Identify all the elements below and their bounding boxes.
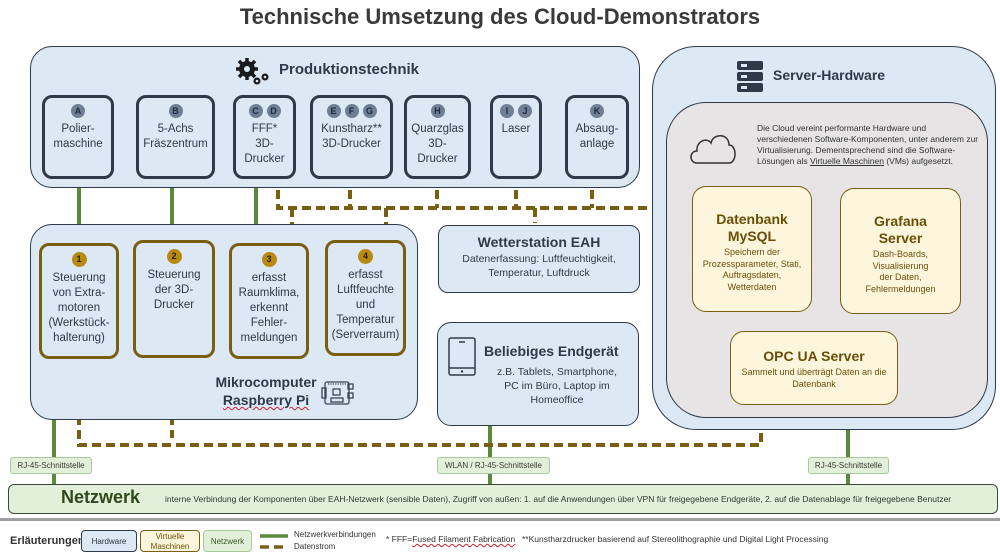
raspberry-unit-label: Steuerung der 3D- Drucker xyxy=(147,269,201,311)
raspberry-pi-heading: Mikrocomputer Raspberry Pi xyxy=(191,373,341,409)
raspberry-unit-label: Steuerung von Extra- motoren (Werkstück-… xyxy=(48,272,110,344)
machine-box: H Quarzglas 3D- Drucker xyxy=(404,95,471,179)
legend-virtual-machines: Virtuelle Maschinen xyxy=(140,530,200,552)
raspberry-unit-label: erfasst Raumklima, erkennt Fehler- meldu… xyxy=(238,272,300,344)
machine-badge: A xyxy=(71,104,85,118)
opc-desc: Sammelt und überträgt Daten an die Daten… xyxy=(741,367,887,389)
vm-datenbank-mysql: Datenbank MySQL Speichern der Prozesspar… xyxy=(692,186,812,312)
machine-box: K Absaug- anlage xyxy=(565,95,629,179)
vm-opc-ua-server: OPC UA Server Sammelt und überträgt Date… xyxy=(730,331,898,405)
machine-label: Quarzglas 3D- Drucker xyxy=(411,123,464,165)
wetterstation-box: Wetterstation EAH Datenerfassung: Luftfe… xyxy=(438,225,640,293)
cloud-text: Die Cloud vereint performante Hardware u… xyxy=(757,123,979,166)
machine-badge: J xyxy=(518,104,532,118)
interface-label-left: RJ-45-Schnittstelle xyxy=(10,457,92,474)
gears-icon xyxy=(235,57,271,85)
legend-netzwerk: Netzwerk xyxy=(203,530,252,552)
machine-label: Kunstharz** 3D-Drucker xyxy=(321,123,382,150)
machine-badge: D xyxy=(266,104,281,118)
footnote-fff-term: Fused Filament Fabrication xyxy=(412,534,516,544)
netzwerk-title: Netzwerk xyxy=(61,487,141,507)
machine-label: FFF* 3D- Drucker xyxy=(244,123,285,165)
cloud-text-link: Virtuelle Maschinen xyxy=(809,156,884,166)
footnote-fff-prefix: * FFF= xyxy=(386,534,413,544)
machine-label: Absaug- anlage xyxy=(575,123,619,150)
interface-label-middle: WLAN / RJ-45-Schnittstelle xyxy=(437,457,550,474)
server-icon xyxy=(737,61,763,93)
machine-badge: F xyxy=(344,104,359,118)
interface-label-right: RJ-45-Schnittstelle xyxy=(808,457,889,474)
raspberry-unit-box: 4 erfasst Luftfeuchte und Temperatur (Ser… xyxy=(325,240,406,356)
machine-label: Laser xyxy=(501,123,531,135)
machine-badge: K xyxy=(590,104,604,118)
raspberry-unit-box: 3 erfasst Raumklima, erkennt Fehler- meld… xyxy=(229,243,309,359)
grafana-desc: Dash-Boards, Visualisierung der Daten, F… xyxy=(865,249,936,294)
grafana-title: Grafana Server xyxy=(874,213,927,246)
raspberry-unit-badge: 1 xyxy=(71,252,87,267)
wetterstation-desc: Datenerfassung: Luftfeuchtigkeit, Temper… xyxy=(462,253,616,279)
machine-box: B 5-Achs Fräszentrum xyxy=(136,95,215,179)
netzwerk-bar: Netzwerk interne Verbindung der Komponen… xyxy=(8,484,998,514)
raspberry-unit-label: erfasst Luftfeuchte und Temperatur (Serv… xyxy=(331,269,400,341)
diagram-title: Technische Umsetzung des Cloud-Demonstra… xyxy=(239,4,761,29)
server-hardware-heading: Server-Hardware xyxy=(773,67,886,83)
endgeraet-title: Beliebiges Endgerät xyxy=(484,343,619,359)
machine-badge: G xyxy=(362,104,377,118)
machine-badge: H xyxy=(430,104,445,118)
cloud-description: Die Cloud vereint performante Hardware u… xyxy=(757,123,979,167)
legend-separator xyxy=(0,518,1000,521)
raspberry-heading-line1: Mikrocomputer xyxy=(215,374,317,390)
raspberry-unit-badge: 3 xyxy=(261,252,277,267)
circuit-board-icon xyxy=(321,379,355,409)
machine-badge: C xyxy=(248,104,263,118)
cloud-text-end: (VMs) aufgesetzt. xyxy=(883,156,953,166)
netzwerk-desc: interne Verbindung der Komponenten über … xyxy=(165,494,952,504)
footnote-fff: * FFF=Fused Filament Fabrication xyxy=(386,534,515,544)
machine-label: 5-Achs Fräszentrum xyxy=(143,123,208,150)
legend-heading: Erläuterungen xyxy=(10,535,85,547)
machine-badge: E xyxy=(326,104,341,118)
produktionstechnik-heading: Produktionstechnik xyxy=(279,61,420,78)
machine-badge: I xyxy=(500,104,514,118)
datenbank-desc: Speichern der Prozessparameter, Stati, A… xyxy=(702,247,802,292)
legend-network-label: Netzwerkverbindungen xyxy=(294,530,376,539)
vm-grafana-server: Grafana Server Dash-Boards, Visualisieru… xyxy=(840,188,961,314)
endgeraet-desc: z.B. Tablets, Smartphone, PC im Büro, La… xyxy=(496,366,618,406)
raspberry-unit-badge: 4 xyxy=(358,249,373,264)
footnote-kunstharz: **Kunstharzdrucker basierend auf Stereol… xyxy=(522,534,829,544)
machine-label: Polier- maschine xyxy=(53,123,103,150)
machine-badges: A xyxy=(45,104,111,118)
legend-data-label: Datenstrom xyxy=(294,542,336,551)
machine-box: A Polier- maschine xyxy=(42,95,114,179)
cloud-icon xyxy=(687,127,739,167)
machine-badge: B xyxy=(168,104,183,118)
opc-title: OPC UA Server xyxy=(763,348,865,364)
legend-line-samples xyxy=(260,534,288,549)
legend-hardware: Hardware xyxy=(81,530,137,552)
datenbank-title: Datenbank MySQL xyxy=(716,211,788,244)
wetterstation-title: Wetterstation EAH xyxy=(477,234,601,250)
data-stream-line xyxy=(276,176,700,210)
raspberry-heading-line2: Raspberry Pi xyxy=(222,392,310,408)
machine-badges: K xyxy=(568,104,626,118)
endgeraet-box: Beliebiges Endgerät z.B. Tablets, Smartp… xyxy=(437,322,639,426)
raspberry-unit-badge: 2 xyxy=(166,249,182,264)
tablet-icon xyxy=(448,337,476,377)
machine-badges: B xyxy=(139,104,212,118)
machine-badges: H xyxy=(407,104,468,118)
